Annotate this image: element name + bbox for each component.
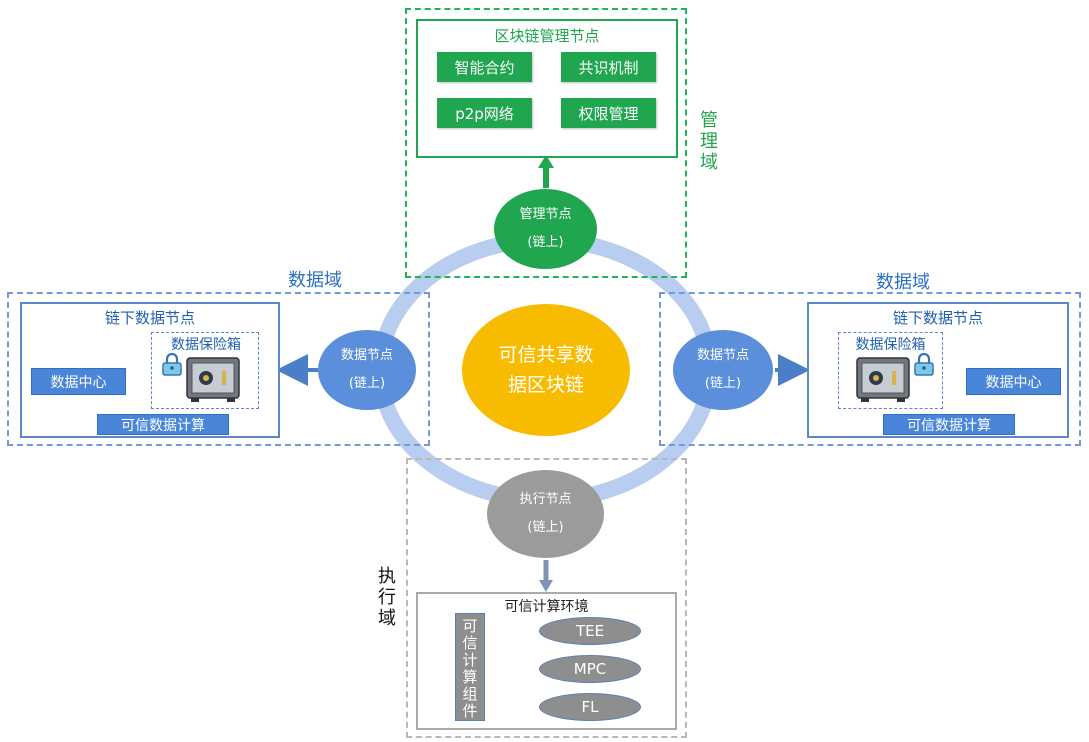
left-offchain-title: 链下数据节点: [104, 309, 195, 327]
right-vault-title: 数据保险箱: [855, 337, 926, 353]
right-data-node: 数据节点 (链上): [673, 330, 773, 410]
left-vault-box: 数据保险箱: [151, 332, 259, 409]
right-data-center: 数据中心: [966, 368, 1061, 395]
left-vault-title: 数据保险箱: [171, 337, 241, 353]
chain-management-node-title: 区块链管理节点: [494, 27, 600, 45]
lock-icon: [161, 352, 183, 376]
right-data-domain: [659, 292, 1081, 446]
management-domain: [405, 8, 687, 278]
left-data-node: 数据节点 (链上): [318, 330, 416, 410]
module-p2p-network: p2p网络: [437, 98, 532, 128]
left-data-domain-label: 数据域: [288, 270, 342, 291]
execution-domain-label: 执行域: [378, 566, 396, 629]
module-consensus: 共识机制: [561, 52, 656, 82]
right-data-domain-label: 数据域: [876, 272, 930, 293]
mpc-component: MPC: [539, 655, 641, 683]
module-permission: 权限管理: [561, 98, 656, 128]
management-node: 管理节点 (链上): [494, 189, 597, 269]
right-trusted-compute: 可信数据计算: [883, 414, 1015, 435]
execution-node: 执行节点 (链上): [487, 470, 604, 558]
right-vault-box: 数据保险箱: [838, 332, 943, 409]
trusted-compute-env-title: 可信计算环境: [504, 599, 589, 615]
fl-component: FL: [539, 693, 641, 721]
left-trusted-compute: 可信数据计算: [97, 414, 229, 435]
trusted-sharing-blockchain: 可信共享数据区块链: [462, 304, 630, 436]
left-data-domain: [7, 292, 430, 446]
module-smart-contract: 智能合约: [437, 52, 532, 82]
trusted-compute-component: 可信计算组件: [455, 613, 485, 721]
safe-icon: [856, 357, 910, 403]
management-domain-label: 管理域: [700, 110, 718, 173]
left-data-center: 数据中心: [31, 368, 126, 395]
chain-management-node-box: 区块链管理节点: [416, 19, 678, 158]
execution-domain: [406, 458, 687, 738]
tee-component: TEE: [539, 617, 641, 645]
safe-icon: [186, 357, 240, 403]
lock-icon: [913, 352, 935, 376]
right-offchain-title: 链下数据节点: [892, 309, 983, 327]
